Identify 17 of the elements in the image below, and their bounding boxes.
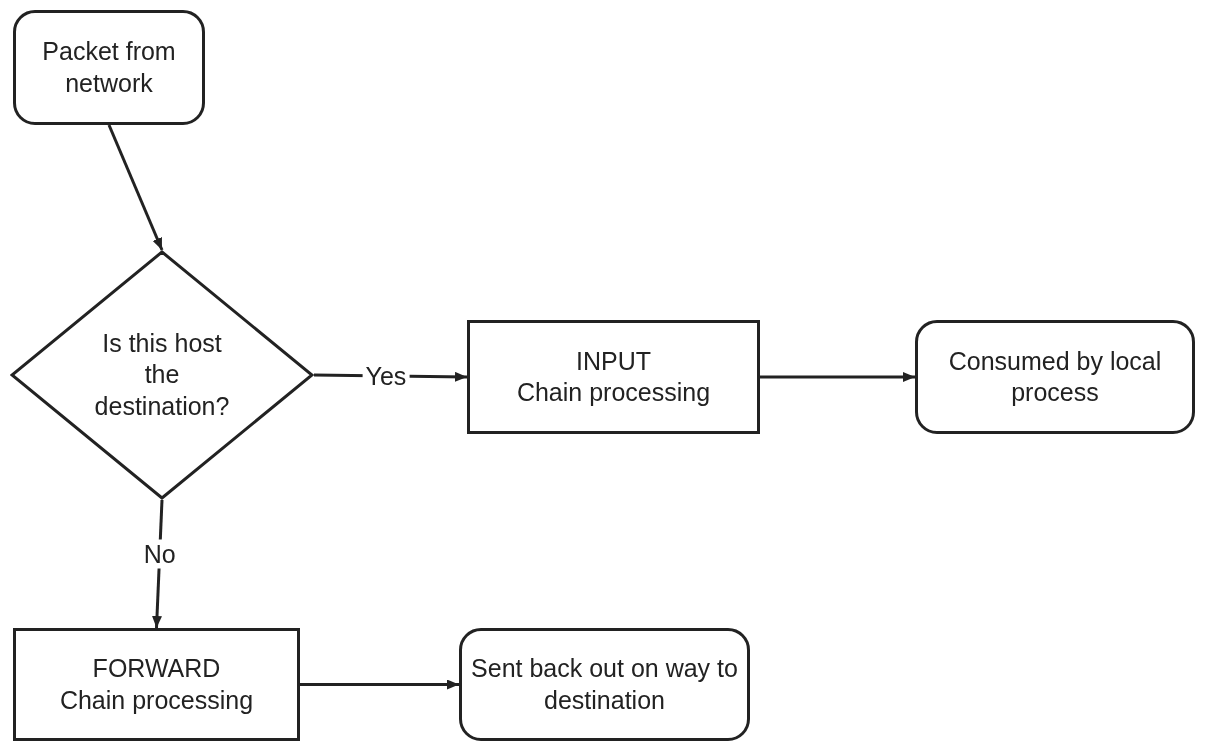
arrow xyxy=(107,124,164,251)
terminal-box xyxy=(459,628,750,741)
terminal-box xyxy=(915,320,1195,434)
node-text: Sent back out on way to destination xyxy=(470,653,739,716)
node-text: Is this host the destination? xyxy=(94,328,230,422)
node-text: Consumed by local process xyxy=(947,345,1163,408)
process-box xyxy=(467,320,760,434)
node-text: Chain processing xyxy=(516,377,711,408)
process-box xyxy=(13,628,300,741)
chain-name: INPUT xyxy=(576,345,651,377)
arrow xyxy=(760,372,915,382)
node-text: Chain processing xyxy=(59,684,254,716)
node-text: Packet from network xyxy=(41,36,177,99)
arrow xyxy=(300,679,459,690)
chain-name: FORWARD xyxy=(92,653,221,685)
terminal-box xyxy=(13,10,205,125)
decision-diamond xyxy=(10,250,314,500)
